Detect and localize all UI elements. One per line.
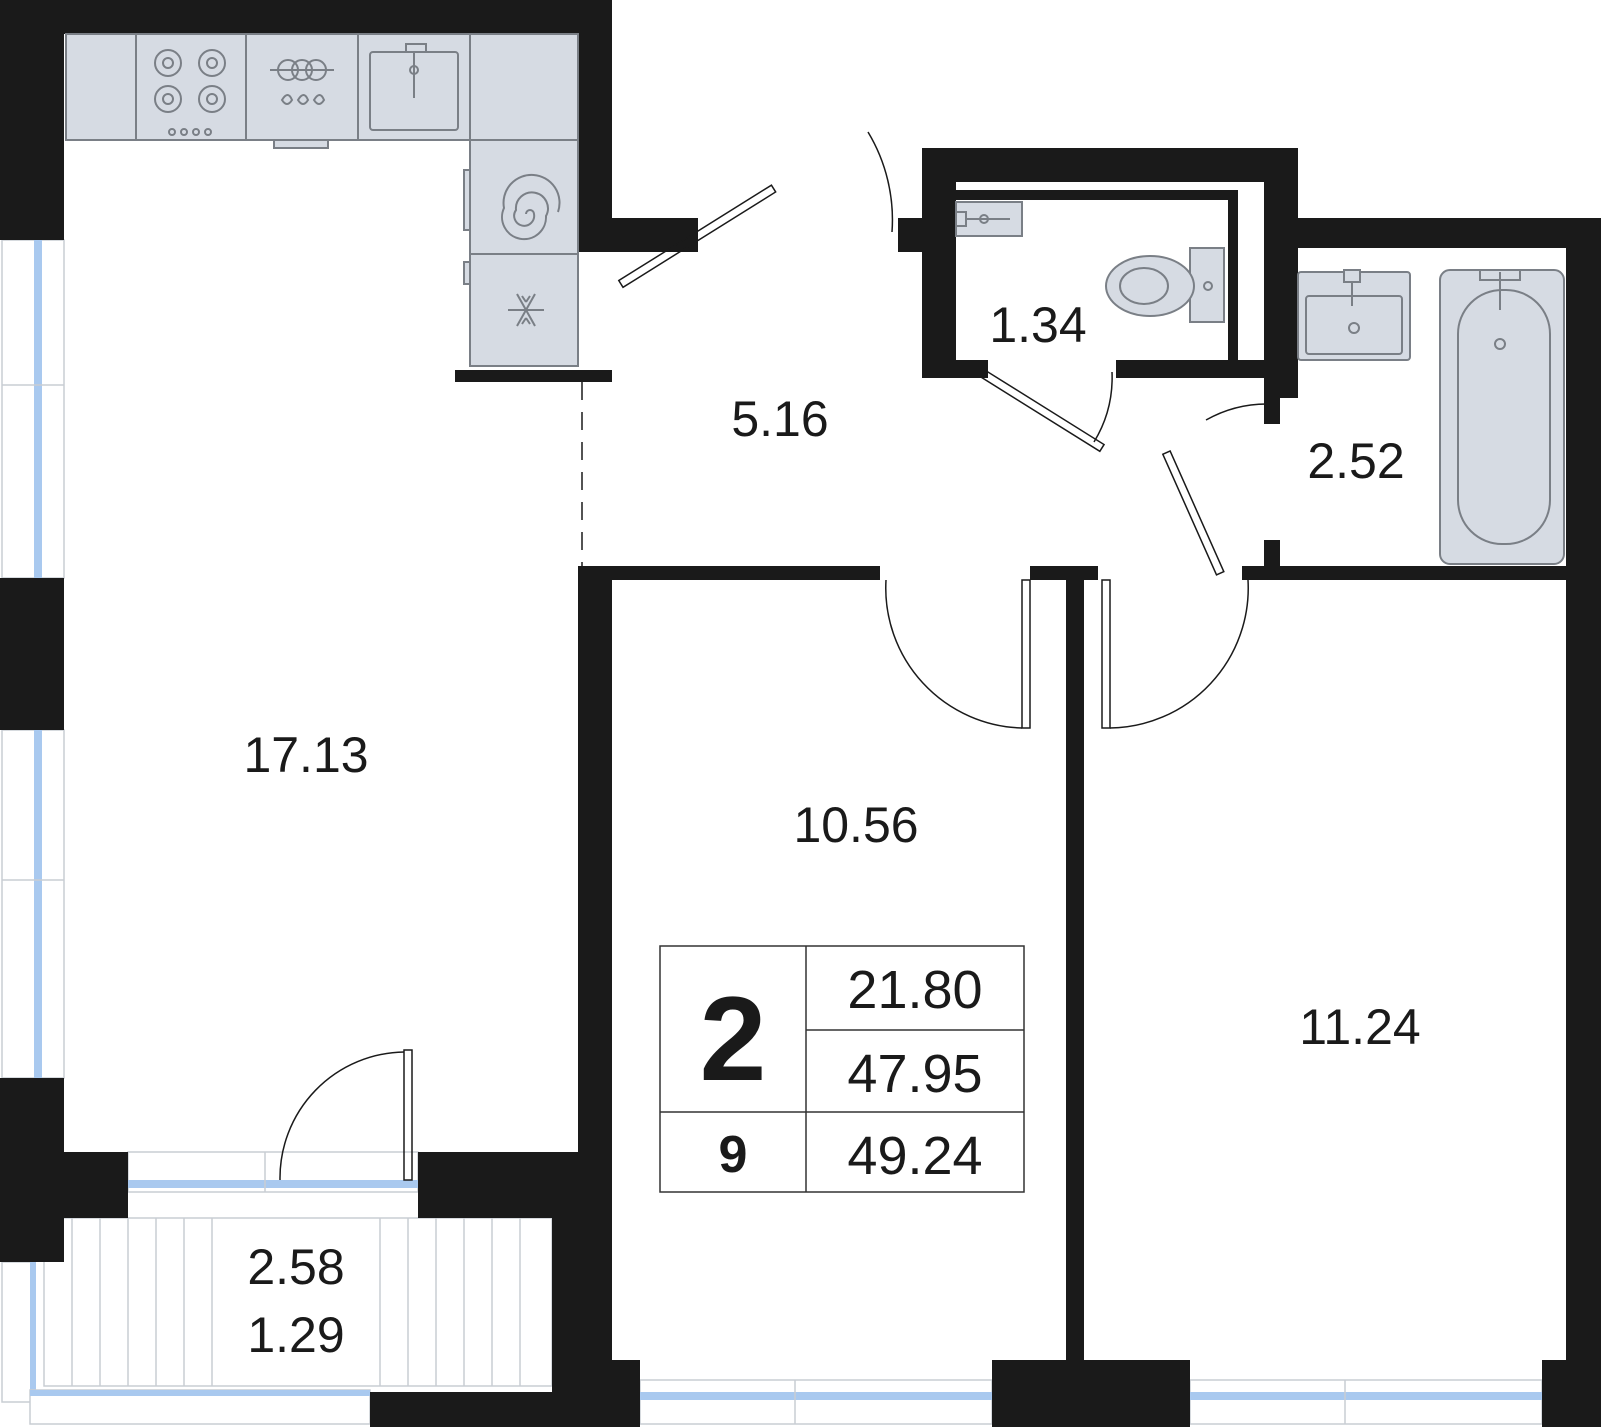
- balcony: [43, 1217, 553, 1387]
- kitchen-fixtures: [65, 33, 579, 367]
- windows: [1, 239, 1543, 1425]
- toilet-door[interactable]: [980, 369, 1113, 453]
- room-area-balcony-reduced: 1.29: [247, 1307, 344, 1363]
- balcony-rails: [71, 1218, 521, 1386]
- bathtub-icon: [1439, 269, 1565, 565]
- summary-table: 2 9 21.80 47.95 49.24: [659, 945, 1025, 1193]
- bedroom-small-door[interactable]: [885, 579, 1031, 729]
- room-area-bathroom: 2.52: [1307, 433, 1404, 489]
- window-balcony-outer: [1, 1261, 371, 1425]
- dishwasher-icon: [270, 59, 334, 149]
- window-left-upper: [1, 239, 65, 579]
- total-area-with-balcony: 49.24: [847, 1126, 982, 1186]
- window-bedroom-large: [1189, 1379, 1543, 1425]
- window-balcony-door: [127, 1151, 419, 1193]
- bedroom-large-door[interactable]: [1101, 579, 1249, 729]
- bathroom-fixtures: [1297, 269, 1565, 565]
- room-area-toilet: 1.34: [989, 297, 1086, 353]
- window-bedroom-small: [639, 1379, 993, 1425]
- balcony-door[interactable]: [279, 1049, 413, 1181]
- window-left-lower: [1, 729, 65, 1079]
- bathroom-door[interactable]: [1161, 403, 1271, 576]
- room-area-kitchen-living: 17.13: [243, 727, 368, 783]
- entrance-door[interactable]: [617, 131, 894, 289]
- room-labels: 17.13 5.16 1.34 2.52 10.56 11.24 2.58 1.…: [243, 297, 1420, 1363]
- washing-machine-icon: [463, 169, 561, 241]
- sink-icon: [369, 43, 459, 131]
- total-area: 47.95: [847, 1044, 982, 1104]
- stove-icon: [154, 49, 226, 136]
- floor-number: 9: [719, 1126, 748, 1184]
- fridge-icon: [463, 261, 544, 327]
- toilet-sink-icon: [955, 201, 1023, 237]
- doors: [279, 131, 1271, 1181]
- room-area-bedroom-large: 11.24: [1299, 999, 1420, 1055]
- room-area-bedroom-small: 10.56: [793, 797, 918, 853]
- toilet-room-fixtures: [955, 201, 1225, 323]
- living-area: 21.80: [847, 960, 982, 1020]
- bathroom-sink-icon: [1297, 269, 1411, 361]
- toilet-icon: [1105, 247, 1225, 323]
- room-area-hallway: 5.16: [731, 391, 828, 447]
- rooms-count: 2: [700, 972, 767, 1106]
- room-area-balcony: 2.58: [247, 1239, 344, 1295]
